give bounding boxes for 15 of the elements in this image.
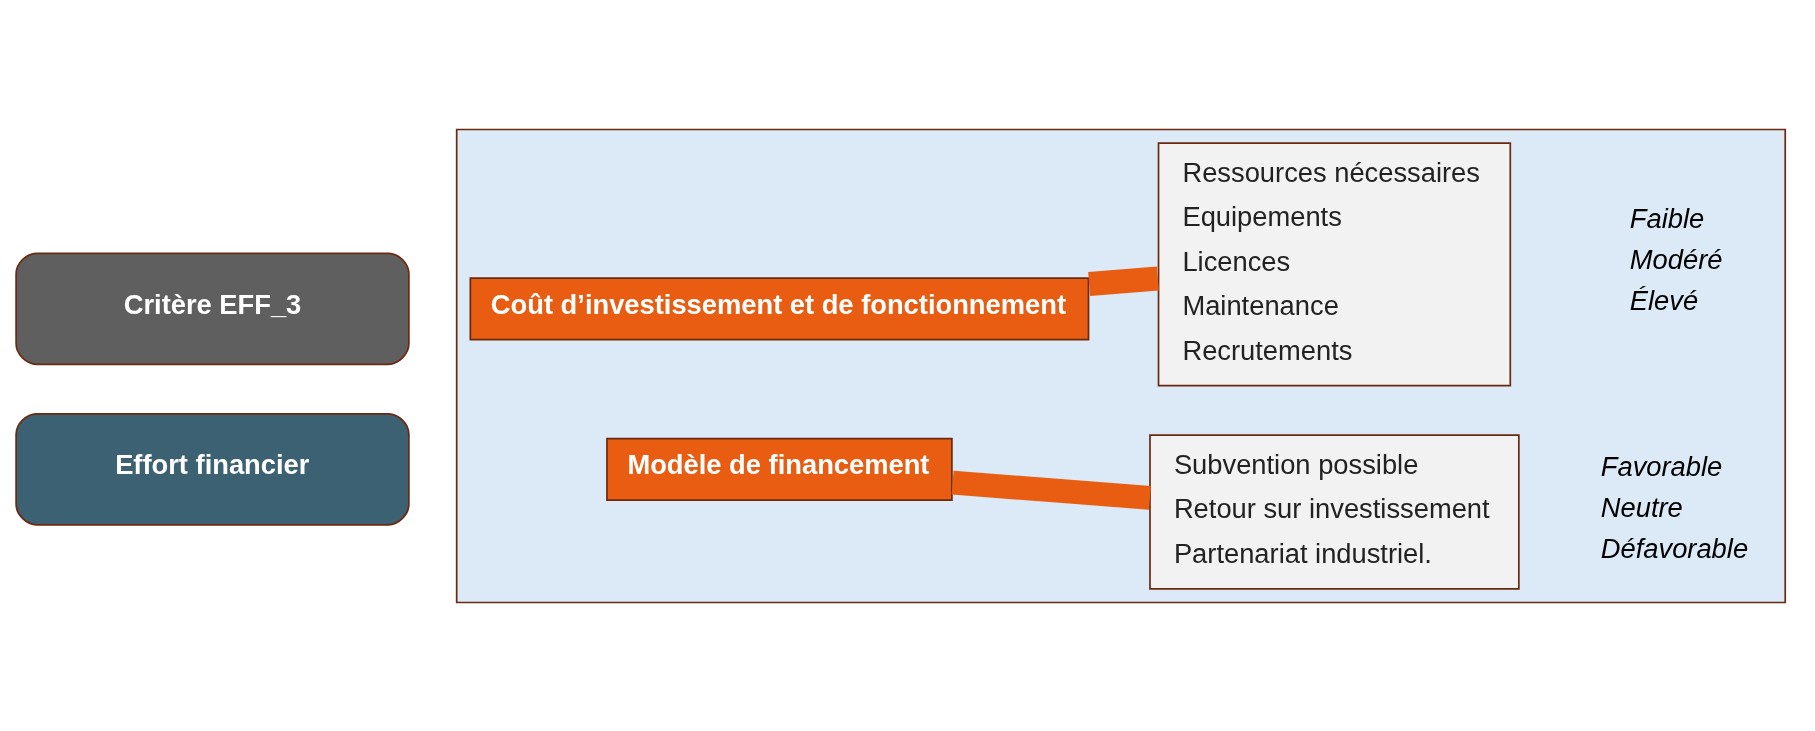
connector <box>1088 266 1159 296</box>
node-box: Ressources nécessaires Equipements Licences Maintenance Recrutements <box>1157 141 1512 386</box>
node-box: Critère EFF_3 <box>15 251 410 365</box>
label: Faible <box>1629 202 1705 234</box>
label: Élevé <box>1629 284 1699 316</box>
cluster <box>455 128 1787 603</box>
node-box: Modèle de financement <box>606 437 953 501</box>
label: Favorable <box>1600 450 1723 482</box>
node-box: Subvention possible Retour sur investissement Partenariat industriel. <box>1149 433 1520 590</box>
connector <box>951 470 1151 510</box>
node-box: Effort financier <box>15 412 410 526</box>
node-box: Coût d’investissement et de fonctionnement <box>469 276 1090 340</box>
label: Neutre <box>1600 491 1683 523</box>
label: Défavorable <box>1600 532 1749 564</box>
label: Modéré <box>1629 243 1723 275</box>
